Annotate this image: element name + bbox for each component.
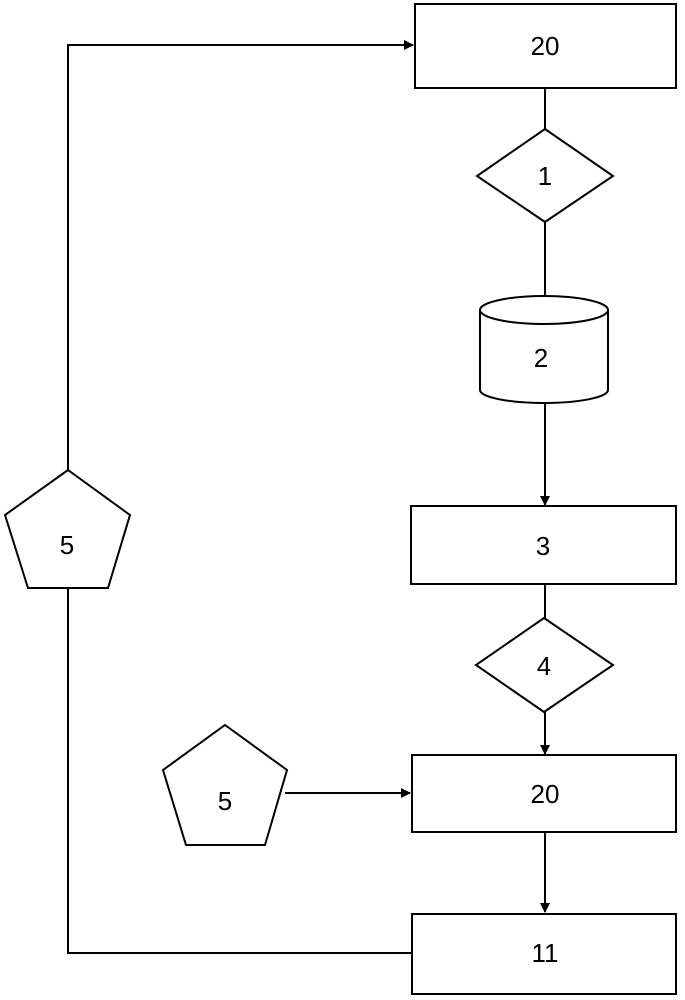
box-top-rect	[414, 3, 677, 89]
cylinder-2-label: 2	[534, 343, 548, 373]
pentagon-left-label: 5	[60, 530, 74, 560]
diamond-4-shape	[474, 616, 615, 714]
edges	[67, 40, 550, 954]
node-box-top: 20	[414, 3, 677, 89]
pentagon-lower-shape	[161, 723, 289, 846]
diamond-4-label: 4	[537, 651, 551, 681]
box-20-lower-rect	[411, 754, 677, 833]
box-11-rect	[411, 913, 677, 995]
node-diamond-1: 1	[475, 127, 615, 224]
node-pentagon-left: 5	[3, 468, 132, 589]
node-diamond-4: 4	[474, 616, 615, 714]
pentagon-left-shape	[3, 468, 132, 589]
node-pentagon-lower: 5	[161, 723, 289, 846]
edge-pentagon-left-to-box-top	[67, 40, 414, 470]
cylinder-2-body	[479, 310, 609, 404]
node-box-11: 11	[411, 913, 677, 995]
edge-box-11-to-pentagon-left	[67, 588, 412, 954]
cylinder-2-top	[479, 295, 609, 325]
box-11-label: 11	[532, 938, 559, 968]
box-top-label: 20	[531, 31, 560, 61]
box-3-label: 3	[536, 531, 550, 561]
diamond-1-label: 1	[538, 161, 552, 191]
pentagon-lower-label: 5	[218, 786, 232, 816]
node-box-3: 3	[410, 505, 677, 585]
diamond-1-shape	[475, 127, 615, 224]
box-3-rect	[410, 505, 677, 585]
box-20-lower-label: 20	[531, 779, 560, 809]
node-box-20-lower: 20	[411, 754, 677, 833]
node-cylinder-2: 2	[479, 295, 609, 404]
